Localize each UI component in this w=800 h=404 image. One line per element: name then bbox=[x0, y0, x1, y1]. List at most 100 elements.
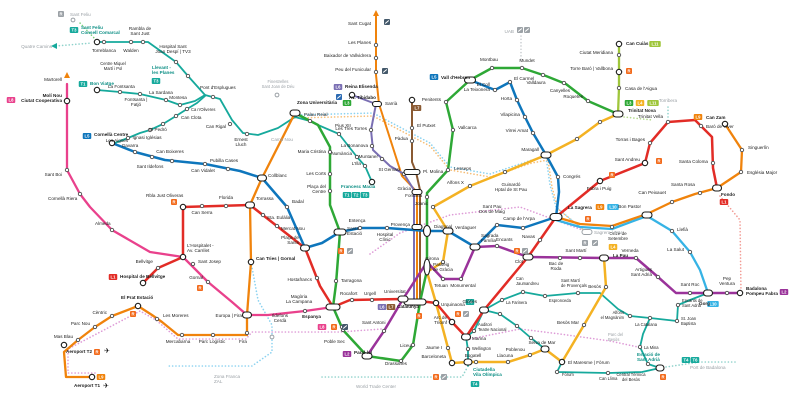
badge-text: T4 bbox=[684, 358, 690, 363]
station-label: Mercat Nou bbox=[281, 226, 305, 231]
station-label: Martorell bbox=[44, 77, 62, 82]
station-label: Pàdua bbox=[395, 136, 409, 141]
station bbox=[724, 290, 730, 296]
station-label: Paral·lel bbox=[354, 350, 372, 355]
line-badge bbox=[635, 100, 645, 106]
station-interchange bbox=[549, 212, 563, 222]
station bbox=[349, 297, 355, 303]
station-label: Numància bbox=[331, 151, 352, 156]
transit-line-ext-l3-santfeliu bbox=[78, 21, 97, 41]
station-label: Aeroport T1 bbox=[74, 383, 100, 388]
station bbox=[520, 289, 526, 295]
badge-text: L4 bbox=[638, 101, 644, 106]
station-label: Gornal bbox=[189, 275, 203, 280]
station-label: Can Serra bbox=[192, 210, 213, 215]
station-label: Hospital de Bellvitge bbox=[120, 274, 166, 279]
station-label: Sant Andreu bbox=[615, 157, 641, 162]
station bbox=[627, 313, 633, 319]
transit-line-ext-tram-quatrecamins bbox=[55, 42, 93, 47]
service-icon-glyph bbox=[524, 28, 530, 32]
station bbox=[514, 323, 520, 329]
station bbox=[327, 171, 333, 177]
station-interchange bbox=[558, 358, 566, 366]
station bbox=[354, 154, 360, 160]
station bbox=[675, 302, 681, 308]
station bbox=[132, 149, 138, 155]
station-interchange bbox=[333, 228, 347, 236]
station-label: Alfons X bbox=[447, 180, 464, 185]
station-label: Baixador de Vallvidrera bbox=[324, 53, 372, 58]
station-interchange bbox=[179, 253, 187, 261]
station bbox=[655, 274, 661, 280]
station-label: Mercabarna bbox=[166, 339, 191, 344]
station-label: Zona Universitària bbox=[297, 100, 338, 105]
station bbox=[499, 297, 505, 303]
transit-line-l9-sud bbox=[62, 111, 297, 379]
station bbox=[373, 42, 379, 48]
transit-line-l10-nord bbox=[554, 214, 710, 295]
badge-text: R bbox=[610, 173, 613, 178]
station-label: Fira bbox=[239, 339, 247, 344]
rodalies-badge bbox=[338, 248, 344, 254]
station-interchange bbox=[641, 159, 649, 167]
station-interchange bbox=[244, 201, 256, 209]
station bbox=[223, 203, 229, 209]
badge-text: R bbox=[586, 217, 589, 222]
badge-text: R bbox=[198, 286, 201, 291]
station-label: Camp Nou bbox=[271, 137, 293, 142]
badge-text: L6 bbox=[336, 85, 342, 90]
service-icon-glyph bbox=[347, 249, 353, 253]
continues-arrow-icon bbox=[64, 72, 70, 78]
service-icon-glyph bbox=[342, 325, 348, 329]
station-label: Can Boixeres bbox=[156, 149, 184, 154]
station-interchange bbox=[432, 299, 440, 307]
station bbox=[520, 225, 526, 231]
station bbox=[327, 188, 333, 194]
station-label: El Maresme | Fòrum bbox=[568, 360, 610, 365]
station-label: Can Vidalet bbox=[191, 168, 215, 173]
station-label: Les Corts bbox=[306, 171, 326, 176]
station-label: Penitents bbox=[422, 97, 442, 102]
station-interchange bbox=[63, 97, 71, 105]
station-label: Liceu bbox=[400, 343, 411, 348]
station bbox=[494, 222, 500, 228]
station-label: Congrés bbox=[563, 174, 581, 179]
station bbox=[160, 121, 166, 127]
station-label: Camp de l'Arpa bbox=[503, 216, 535, 221]
station-interchange bbox=[460, 333, 472, 341]
rodalies-badge bbox=[609, 172, 615, 178]
continues-arrow-icon bbox=[373, 10, 379, 16]
transit-line-fgc-valles bbox=[375, 15, 418, 301]
transit-line-l3 bbox=[293, 66, 620, 363]
station-interchange bbox=[289, 109, 301, 117]
station bbox=[147, 127, 153, 133]
station bbox=[75, 337, 81, 343]
service-icon-glyph bbox=[336, 95, 342, 99]
station-label: Roquetes bbox=[563, 94, 583, 99]
rodalies-badge bbox=[171, 199, 177, 205]
badge-text: L3 bbox=[345, 101, 351, 106]
station-interchange bbox=[60, 341, 68, 349]
transit-line-l10-sud-construction bbox=[167, 261, 273, 367]
service-icon-glyph bbox=[463, 312, 469, 316]
station bbox=[465, 346, 471, 352]
rodalies-badge bbox=[514, 248, 520, 254]
line-badge bbox=[342, 192, 352, 198]
rodalies-badge bbox=[58, 11, 64, 17]
station-label: Horta bbox=[501, 96, 513, 101]
station-label: Provença bbox=[391, 222, 411, 227]
transit-line-l1 bbox=[141, 118, 719, 339]
station-label: Maria Cristina bbox=[298, 149, 327, 154]
station-interchange bbox=[397, 295, 409, 303]
badge-text: R bbox=[434, 375, 437, 380]
station-label: Fontsanta |Fatjó bbox=[125, 97, 148, 107]
station-label: Gavarra bbox=[122, 143, 139, 148]
badge-text: R bbox=[627, 69, 630, 74]
station-interchange bbox=[423, 258, 431, 276]
